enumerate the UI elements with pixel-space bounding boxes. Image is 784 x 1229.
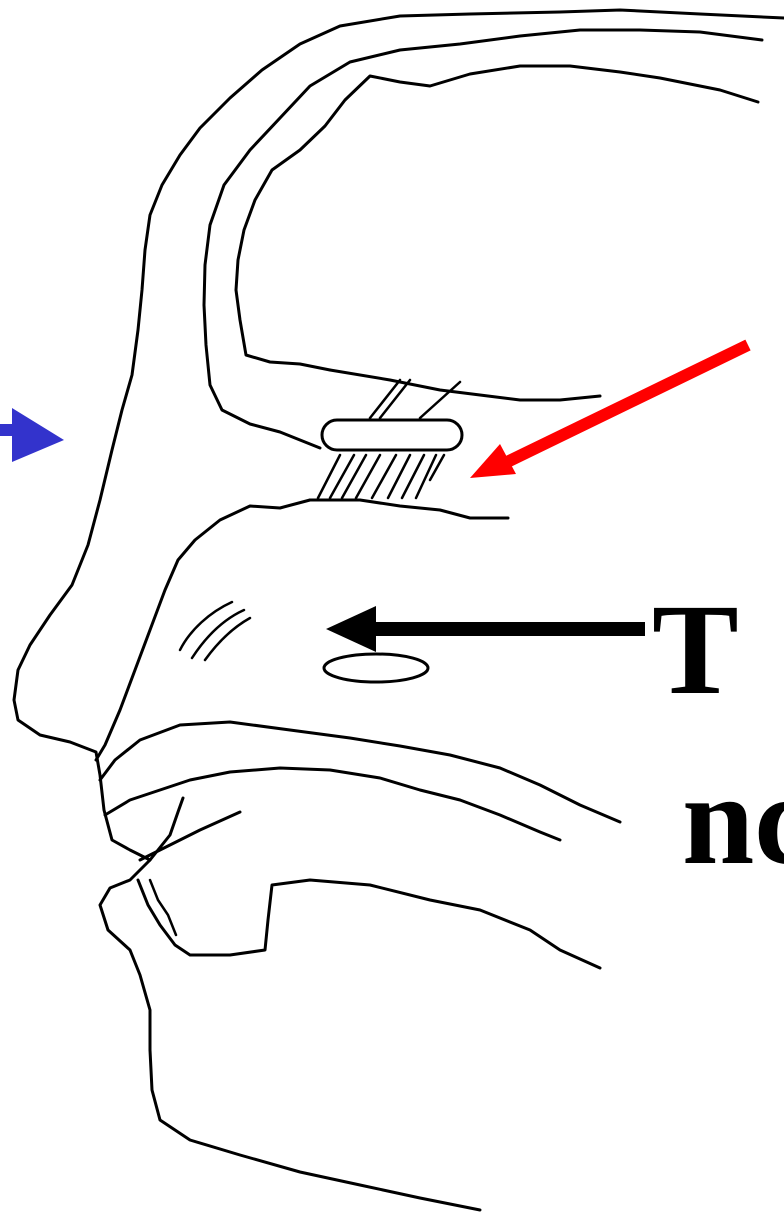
- label-text-line2: nc: [682, 755, 784, 885]
- label-text-line1: T: [652, 585, 739, 715]
